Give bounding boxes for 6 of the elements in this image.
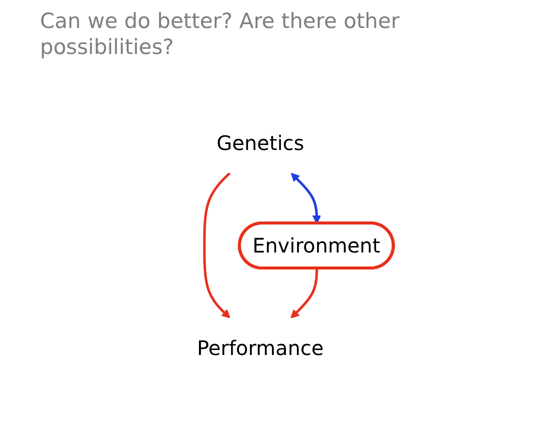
arrow [290, 268, 318, 318]
slide-title: Can we do better? Are there other possibilities? [40, 8, 401, 60]
node-text: Genetics [216, 130, 304, 154]
arrow [202, 172, 231, 318]
node-text: Performance [196, 335, 324, 360]
arrow [290, 172, 321, 224]
